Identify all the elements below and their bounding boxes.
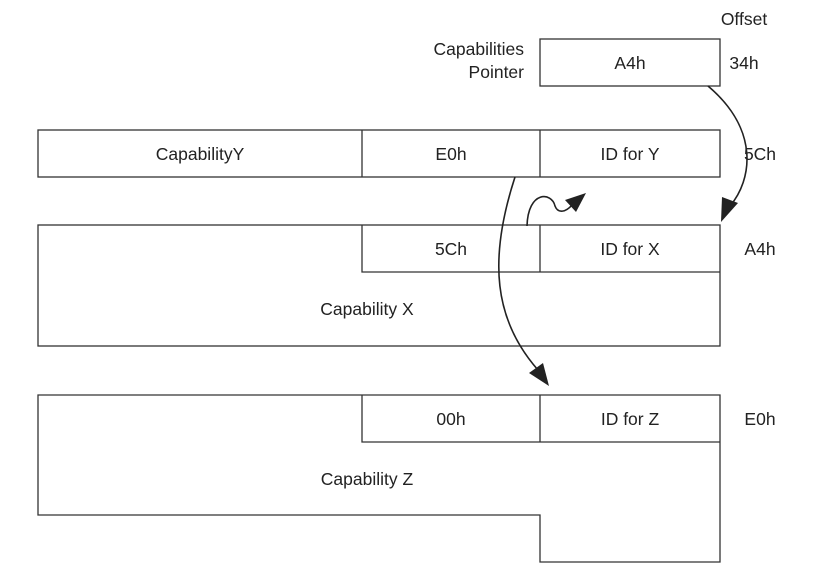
offset-header: Offset (721, 9, 768, 29)
capability-y: CapabilityY E0h ID for Y 5Ch (37, 129, 776, 178)
capability-z-name: Capability Z (321, 469, 414, 489)
capability-x-next-pointer: 5Ch (435, 239, 467, 259)
capability-x: 5Ch ID for X Capability X A4h (37, 224, 776, 347)
capabilities-pointer-offset: 34h (729, 53, 758, 73)
capability-z-box (37, 394, 721, 563)
capability-x-offset: A4h (744, 239, 775, 259)
capability-y-next-pointer: E0h (435, 144, 466, 164)
capabilities-pointer-box (539, 38, 721, 87)
capability-z-offset: E0h (744, 409, 775, 429)
capabilities-pointer-label-line2: Pointer (469, 62, 525, 82)
arrow-capability-x-to-capability-y (526, 193, 586, 227)
capability-x-name: Capability X (320, 299, 414, 319)
capability-y-offset: 5Ch (744, 144, 776, 164)
capability-z: 00h ID for Z Capability Z E0h (37, 394, 776, 563)
capabilities-pointer-value: A4h (614, 53, 645, 73)
capability-y-name: CapabilityY (156, 144, 245, 164)
capability-z-id: ID for Z (601, 409, 660, 429)
capability-z-next-pointer: 00h (436, 409, 465, 429)
capability-x-box (37, 224, 721, 347)
arrow-capability-y-to-capability-z (497, 176, 549, 386)
arrow-pointer-to-capability-x (707, 85, 748, 222)
capability-y-box (37, 129, 721, 178)
capabilities-pointer-label-line1: Capabilities (434, 39, 525, 59)
capability-y-id: ID for Y (600, 144, 659, 164)
capabilities-pointer: Capabilities Pointer A4h 34h (434, 38, 759, 87)
capability-x-id: ID for X (600, 239, 660, 259)
